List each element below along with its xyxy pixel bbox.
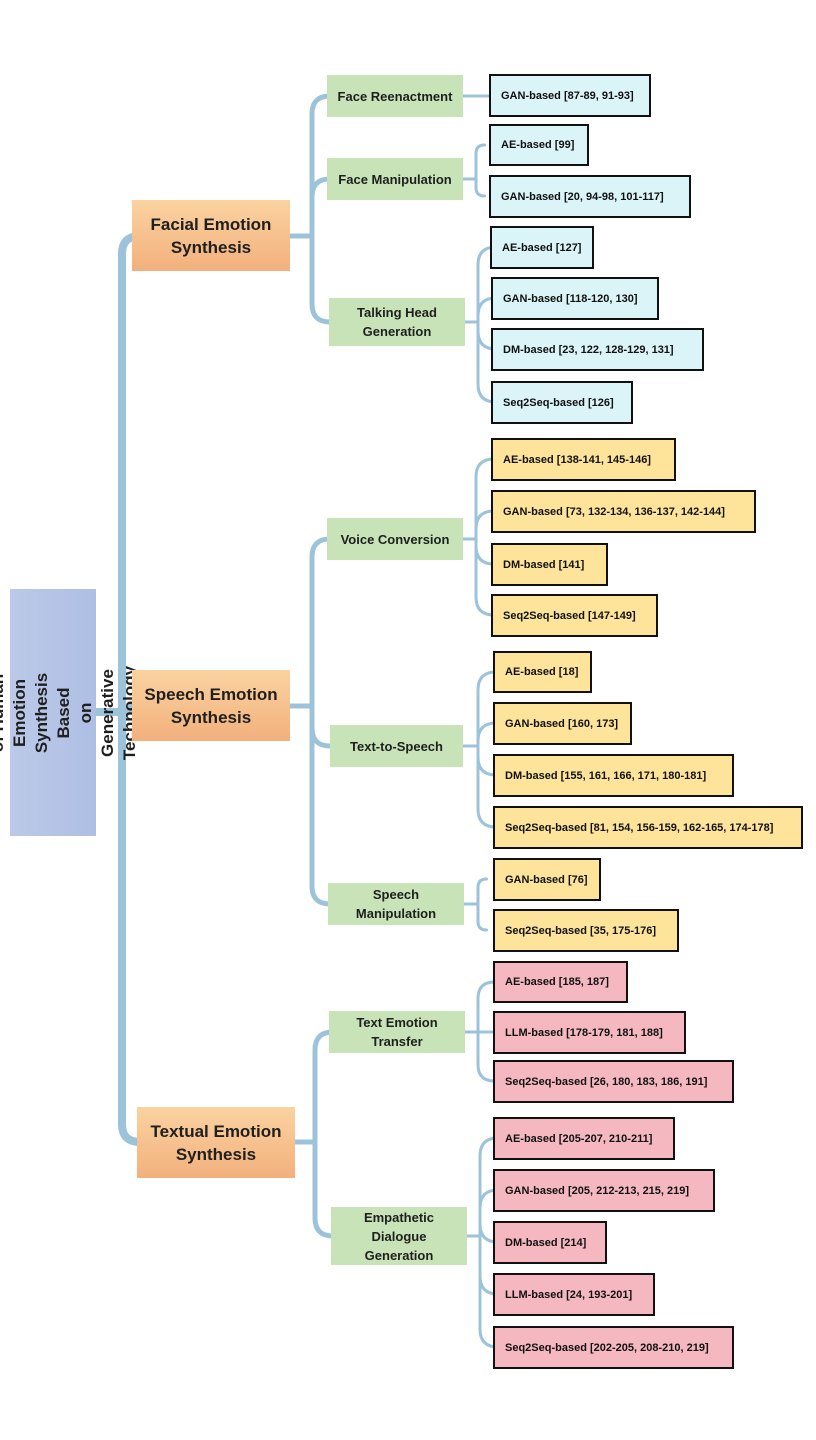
leaf-tts-seq2seq: Seq2Seq-based [81, 154, 156-159, 162-165… xyxy=(493,806,803,849)
leaf-text-transfer-seq2seq: Seq2Seq-based [26, 180, 183, 186, 191] xyxy=(493,1060,734,1103)
subcategory-text-emotion-transfer: Text Emotion Transfer xyxy=(329,1011,465,1053)
leaf-tts-dm: DM-based [155, 161, 166, 171, 180-181] xyxy=(493,754,734,797)
subcategory-empathetic-dialogue-generation: Empathetic Dialogue Generation xyxy=(331,1207,467,1265)
subcategory-voice-conversion: Voice Conversion xyxy=(327,518,463,560)
leaf-speech-manipulation-gan: GAN-based [76] xyxy=(493,858,601,901)
subcategory-face-manipulation: Face Manipulation xyxy=(327,158,463,200)
leaf-talking-head-seq2seq: Seq2Seq-based [126] xyxy=(491,381,633,424)
leaf-voice-conversion-seq2seq: Seq2Seq-based [147-149] xyxy=(491,594,658,637)
leaf-text-transfer-ae: AE-based [185, 187] xyxy=(493,961,628,1003)
connector-root-to-categories xyxy=(92,232,144,1146)
leaf-face-manipulation-gan: GAN-based [20, 94-98, 101-117] xyxy=(489,175,691,218)
connector-talking-head-leaves xyxy=(463,245,498,404)
category-textual-emotion-synthesis: Textual Emotion Synthesis xyxy=(137,1107,295,1178)
connector-voice-conversion-leaves xyxy=(461,457,496,617)
subcategory-face-reenactment: Face Reenactment xyxy=(327,75,463,117)
leaf-talking-head-gan: GAN-based [118-120, 130] xyxy=(491,277,659,320)
leaf-talking-head-dm: DM-based [23, 122, 128-129, 131] xyxy=(491,328,704,371)
root-title-box: A Review of Human Emotion Synthesis Base… xyxy=(0,589,139,836)
leaf-dialogue-gan: GAN-based [205, 212-213, 215, 219] xyxy=(493,1169,715,1212)
leaf-speech-manipulation-seq2seq: Seq2Seq-based [35, 175-176] xyxy=(493,909,679,952)
leaf-tts-gan: GAN-based [160, 173] xyxy=(493,702,632,745)
leaf-dialogue-dm: DM-based [214] xyxy=(493,1221,607,1264)
subcategory-text-to-speech: Text-to-Speech xyxy=(330,725,463,767)
leaf-voice-conversion-ae: AE-based [138-141, 145-146] xyxy=(491,438,676,481)
leaf-dialogue-llm: LLM-based [24, 193-201] xyxy=(493,1273,655,1316)
leaf-text-transfer-llm: LLM-based [178-179, 181, 188] xyxy=(493,1011,686,1054)
leaf-tts-ae: AE-based [18] xyxy=(493,651,592,693)
leaf-talking-head-ae: AE-based [127] xyxy=(490,226,594,269)
leaf-dialogue-seq2seq: Seq2Seq-based [202-205, 208-210, 219] xyxy=(493,1326,734,1369)
leaf-voice-conversion-gan: GAN-based [73, 132-134, 136-137, 142-144… xyxy=(491,490,756,533)
leaf-dialogue-ae: AE-based [205-207, 210-211] xyxy=(493,1117,675,1160)
connector-speech-manipulation-leaves xyxy=(462,877,488,932)
connector-face-manipulation-leaves xyxy=(461,143,486,198)
leaf-face-manipulation-ae: AE-based [99] xyxy=(489,124,589,166)
subcategory-talking-head-generation: Talking Head Generation xyxy=(329,298,465,346)
subcategory-speech-manipulation: Speech Manipulation xyxy=(328,883,464,925)
connector-speech-to-subcategories xyxy=(287,536,333,907)
connector-tts-leaves xyxy=(461,670,498,829)
leaf-voice-conversion-dm: DM-based [141] xyxy=(491,543,608,586)
connector-facial-to-subcategories xyxy=(287,93,333,325)
root-title: A Review of Human Emotion Synthesis Base… xyxy=(0,665,139,760)
leaf-face-reenactment-gan: GAN-based [87-89, 91-93] xyxy=(489,74,651,117)
category-speech-emotion-synthesis: Speech Emotion Synthesis xyxy=(132,670,290,741)
category-facial-emotion-synthesis: Facial Emotion Synthesis xyxy=(132,200,290,271)
connector-text-transfer-leaves xyxy=(463,980,520,1083)
connector-textual-to-subcategories xyxy=(292,1029,336,1239)
connector-dialogue-leaves xyxy=(465,1136,500,1349)
